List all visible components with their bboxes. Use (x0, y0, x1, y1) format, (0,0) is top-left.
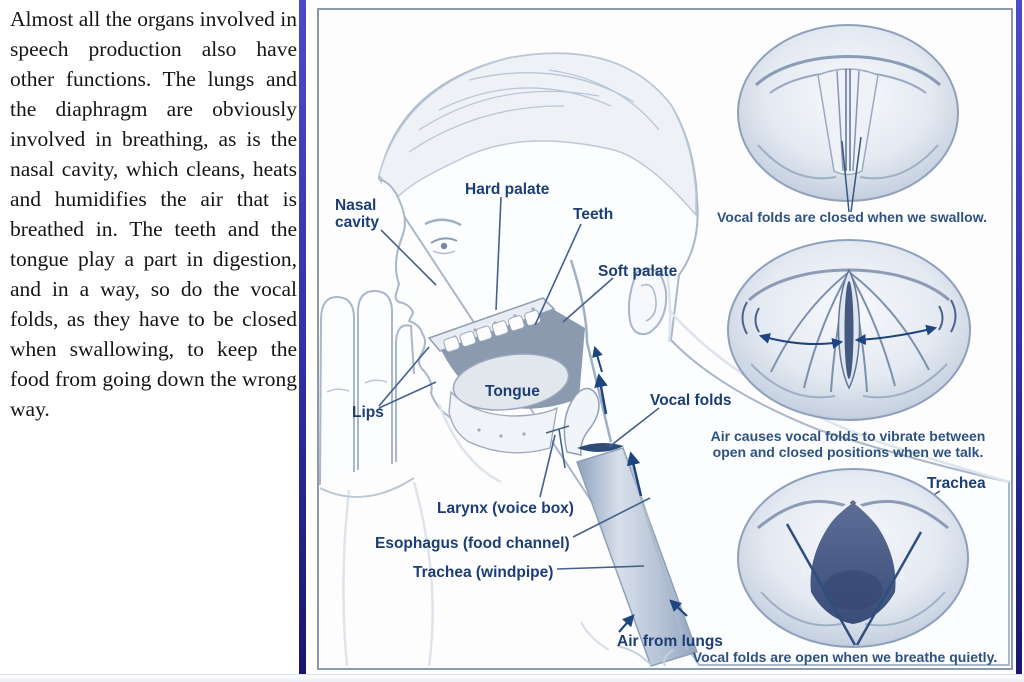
anatomy-figure-panel: Nasal cavity Hard palate Teeth Soft pala… (317, 8, 1013, 670)
slide-right-border (1016, 0, 1022, 681)
trachea-tube (576, 447, 698, 667)
vocal-folds-open-view (737, 468, 969, 648)
vocal-folds-vibrating-view (727, 239, 971, 421)
caption-talk-line2: open and closed positions when we talk. (713, 444, 984, 460)
label-hard-palate: Hard palate (465, 181, 550, 198)
label-larynx: Larynx (voice box) (437, 500, 574, 517)
tongue-shape (452, 353, 570, 411)
label-vocal-folds: Vocal folds (650, 392, 732, 409)
label-air-from-lungs: Air from lungs (617, 633, 723, 650)
label-soft-palate: Soft palate (598, 263, 678, 280)
caption-talk-line1: Air causes vocal folds to vibrate betwee… (711, 428, 986, 444)
label-trachea-windpipe: Trachea (windpipe) (413, 564, 553, 581)
label-nasal-cavity-line1: Nasal (335, 197, 376, 214)
label-teeth: Teeth (573, 206, 613, 223)
epiglottis-shape (563, 387, 600, 456)
label-trachea: Trachea (927, 475, 986, 492)
vocal-tract-cutaway (427, 259, 698, 667)
column-divider (299, 0, 306, 681)
speech-organs-diagram: Nasal cavity Hard palate Teeth Soft pala… (319, 24, 1010, 667)
leader-lines (378, 196, 941, 570)
caption-breathe: Vocal folds are open when we breathe qui… (693, 649, 997, 665)
slide-bottom-edge (0, 674, 1024, 682)
upper-teeth (443, 309, 541, 353)
label-nasal-cavity-line2: cavity (335, 214, 379, 231)
lesson-paragraph: Almost all the organs involved in speech… (10, 7, 297, 421)
label-tongue: Tongue (485, 383, 540, 400)
hand-illustration (319, 289, 415, 498)
caption-swallow: Vocal folds are closed when we swallow. (717, 209, 987, 225)
label-lips: Lips (352, 404, 384, 421)
vocal-folds-closed-view (737, 24, 959, 213)
label-esophagus: Esophagus (food channel) (375, 535, 570, 552)
